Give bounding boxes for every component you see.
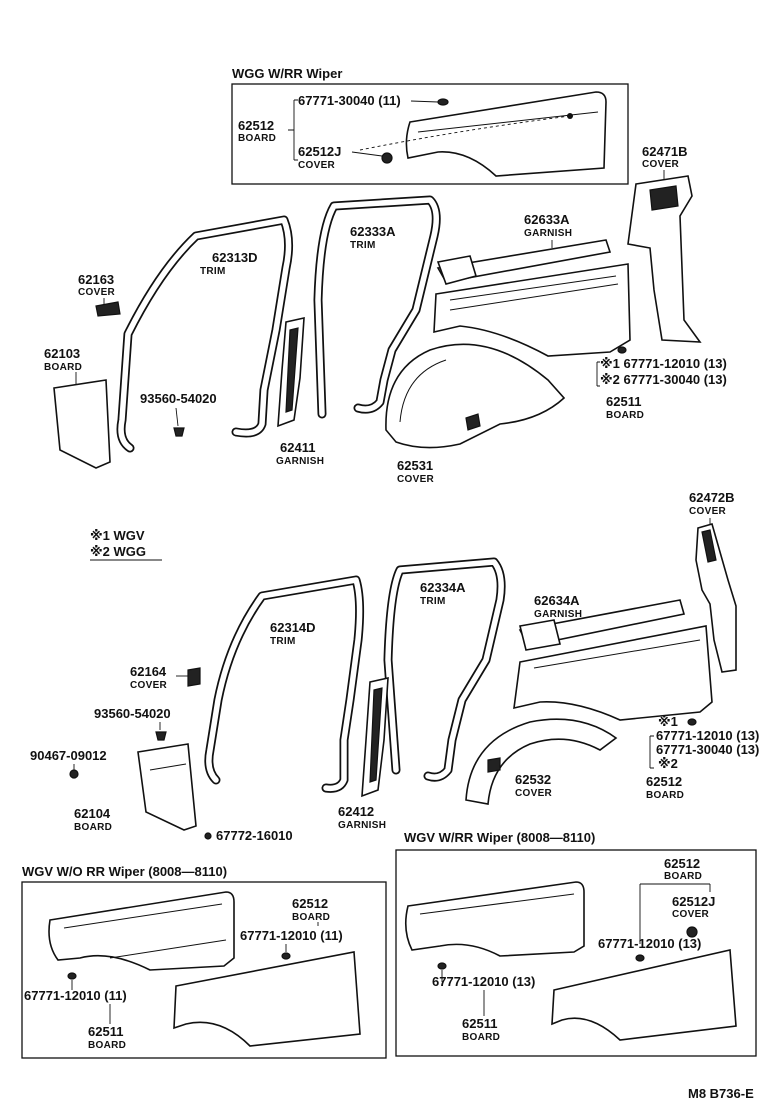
label-62313d-name: TRIM bbox=[200, 266, 226, 277]
label-62512-br: 62512 bbox=[664, 856, 700, 871]
label-62633a: 62633A bbox=[524, 212, 570, 227]
label-62103-name: BOARD bbox=[44, 362, 82, 373]
label-62471b-name: COVER bbox=[642, 159, 680, 170]
kick-board-lower bbox=[137, 743, 197, 831]
clip-icon bbox=[437, 98, 449, 106]
label-67771-12010-bl-b: 67771-12010 (11) bbox=[24, 988, 127, 1003]
label-67771-12010-n1: ※1 67771-12010 (13) bbox=[600, 356, 727, 371]
label-62531-name: COVER bbox=[397, 474, 435, 485]
label-62512j-br-name: COVER bbox=[672, 909, 710, 920]
label-62334a-name: TRIM bbox=[420, 596, 446, 607]
label-62511-br-name: BOARD bbox=[462, 1032, 500, 1043]
label-62634a: 62634A bbox=[534, 593, 580, 608]
legend-line-2: ※2 WGG bbox=[90, 544, 146, 559]
label-62512j-br: 62512J bbox=[672, 894, 715, 909]
quarter-board-br-front bbox=[404, 881, 585, 957]
label-62532: 62532 bbox=[515, 772, 551, 787]
label-62313d: 62313D bbox=[212, 250, 258, 265]
label-62103: 62103 bbox=[44, 346, 80, 361]
quarter-pillar-cover-upper bbox=[627, 175, 702, 343]
label-62634a-name: GARNISH bbox=[534, 609, 582, 620]
quarter-board-bl-rear bbox=[173, 951, 361, 1047]
label-62511-bl-name: BOARD bbox=[88, 1040, 126, 1051]
group-title-wgg-wiper: WGG W/RR Wiper bbox=[232, 66, 342, 81]
label-67771-12010-m1: 67771-12010 (13) bbox=[656, 728, 759, 743]
label-62472b-name: COVER bbox=[689, 506, 727, 517]
label-62471b: 62471B bbox=[642, 144, 688, 159]
label-62511-bl: 62511 bbox=[88, 1024, 123, 1039]
label-62411-name: GARNISH bbox=[276, 456, 324, 467]
label-62531: 62531 bbox=[397, 458, 433, 473]
screw-icon bbox=[173, 427, 185, 437]
quarter-board-bl-front bbox=[48, 891, 235, 971]
label-67771-12010-br-a: 67771-12010 (13) bbox=[598, 936, 701, 951]
label-62512-bl: 62512 bbox=[292, 896, 328, 911]
label-62333a-name: TRIM bbox=[350, 240, 376, 251]
label-67771-12010-br-b: 67771-12010 (13) bbox=[432, 974, 535, 989]
label-62633a-name: GARNISH bbox=[524, 228, 572, 239]
label-62334a: 62334A bbox=[420, 580, 466, 595]
inset-box-wgg-wiper bbox=[231, 83, 629, 185]
quarter-pillar-cover-lower bbox=[695, 523, 737, 673]
label-62412-name: GARNISH bbox=[338, 820, 386, 831]
label-62314d: 62314D bbox=[270, 620, 316, 635]
label-62164: 62164 bbox=[130, 664, 167, 679]
label-62512-top: 62512 bbox=[238, 118, 274, 133]
label-62333a: 62333A bbox=[350, 224, 396, 239]
label-62512-mid: 62512 bbox=[646, 774, 682, 789]
group-title-wgv-wo-wiper: WGV W/O RR Wiper (8008—8110) bbox=[22, 864, 227, 879]
inset-box-wgv-w-wiper bbox=[395, 849, 757, 1057]
label-62512-mid-name: BOARD bbox=[646, 790, 684, 801]
label-62163-name: COVER bbox=[78, 287, 116, 298]
label-62512j-top: 62512J bbox=[298, 144, 341, 159]
label-62104-name: BOARD bbox=[74, 822, 112, 833]
label-62411: 62411 bbox=[280, 440, 315, 455]
label-62314d-name: TRIM bbox=[270, 636, 296, 647]
label-62164-name: COVER bbox=[130, 680, 168, 691]
label-67772: 67772-16010 bbox=[216, 828, 293, 843]
label-67771-30040-m2: 67771-30040 (13) bbox=[656, 742, 759, 757]
label-62512-top-name: BOARD bbox=[238, 133, 276, 144]
label-67771-12010-bl-a: 67771-12010 (11) bbox=[240, 928, 343, 943]
label-62512j-top-name: COVER bbox=[298, 160, 336, 171]
label-62511-top: 62511 bbox=[606, 394, 641, 409]
small-cover-62163 bbox=[95, 301, 121, 317]
wheel-house-cover-upper bbox=[385, 343, 566, 449]
mark-2: ※2 bbox=[658, 756, 678, 771]
label-62412: 62412 bbox=[338, 804, 374, 819]
label-62472b: 62472B bbox=[689, 490, 735, 505]
legend-line-1: ※1 WGV bbox=[90, 528, 145, 543]
door-opening-trim-front-lower bbox=[204, 575, 365, 793]
diagram-code: M8 B736-E bbox=[688, 1086, 754, 1101]
wheel-house-cover-lower bbox=[465, 718, 618, 805]
group-title-wgv-w-wiper: WGV W/RR Wiper (8008—8110) bbox=[404, 830, 595, 845]
label-93560-b: 93560-54020 bbox=[94, 706, 171, 721]
label-67771-30040-top: 67771-30040 (11) bbox=[298, 93, 401, 108]
cover-cap-icon bbox=[381, 152, 393, 164]
mark-1: ※1 bbox=[658, 714, 678, 729]
label-62512-br-name: BOARD bbox=[664, 871, 702, 882]
rear-quarter-board-top bbox=[405, 91, 607, 177]
kick-board-upper bbox=[53, 379, 111, 469]
label-62163: 62163 bbox=[78, 272, 114, 287]
label-62511-top-name: BOARD bbox=[606, 410, 644, 421]
small-cover-62164 bbox=[187, 667, 201, 687]
label-67771-30040-n2: ※2 67771-30040 (13) bbox=[600, 372, 727, 387]
inset-box-wgv-wo-wiper bbox=[21, 881, 387, 1059]
quarter-board-br-rear bbox=[551, 949, 737, 1041]
label-62511-br: 62511 bbox=[462, 1016, 497, 1031]
quarter-board-upper bbox=[433, 263, 631, 357]
label-62512-bl-name: BOARD bbox=[292, 912, 330, 923]
label-90467: 90467-09012 bbox=[30, 748, 107, 763]
quarter-board-lower bbox=[513, 625, 713, 721]
label-93560-a: 93560-54020 bbox=[140, 391, 217, 406]
label-62532-name: COVER bbox=[515, 788, 553, 799]
label-62104: 62104 bbox=[74, 806, 111, 821]
